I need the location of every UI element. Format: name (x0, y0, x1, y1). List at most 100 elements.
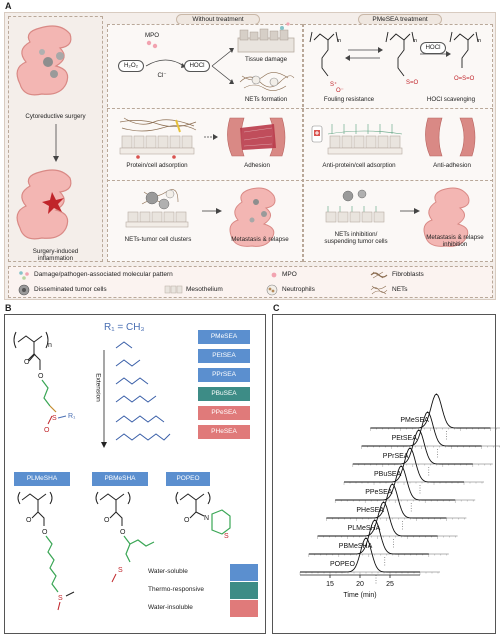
svg-text:S: S (52, 415, 57, 422)
solubility-legend-swatch (230, 582, 258, 599)
svg-text:O: O (26, 517, 32, 524)
hocl-branch-arrows (211, 48, 234, 84)
adsorption-arrow (204, 134, 218, 140)
anti-adhesion-illustration (425, 117, 476, 157)
hocl-right-ellipse (420, 42, 446, 54)
solubility-legend-label: Water-insoluble (148, 604, 193, 611)
legend-mpo: MPO (282, 271, 297, 278)
gpc-trace-label: PHeSEA (356, 507, 384, 514)
svg-text:O: O (120, 529, 126, 536)
fibroblast-icon (370, 271, 388, 279)
svg-text:O: O (104, 517, 110, 524)
inflammation-label-2: inflammation (37, 255, 74, 262)
solubility-legend-label: Water-soluble (148, 568, 188, 575)
polymer-tile: PBuSEA (198, 387, 250, 401)
gpc-trace-group (343, 447, 484, 494)
svg-text:O: O (184, 517, 190, 524)
legend-mesothelium: Mesothelium (186, 286, 223, 293)
gpc-trace-label: PBMeSHA (339, 543, 373, 550)
metastasis-inhibition-label-1: Metastasis & relapse (426, 234, 484, 241)
gpc-x-tick-label: 15 (326, 581, 334, 588)
legend-fibroblasts: Fibroblasts (392, 271, 424, 278)
syringe-icon (311, 125, 323, 143)
nets-inhibition-illustration (325, 189, 385, 223)
alkyl-chain-extensions (101, 341, 171, 448)
surgery-label: Cytoreductive surgery (25, 113, 86, 120)
nets-formation-label: NETs formation (244, 96, 288, 103)
gpc-trace (317, 501, 438, 537)
nets-inhibition-label-1: NETs inhibition/ (334, 231, 378, 238)
gpc-trace-group (361, 411, 500, 458)
panel-c-letter: C (273, 303, 280, 313)
cluster-arrow (202, 208, 222, 214)
healthy-intestine-illustration (423, 187, 470, 247)
sea-n-label: n (48, 342, 52, 349)
nets-cluster-illustration (125, 189, 189, 228)
polymer-tile: PEtSEA (198, 349, 250, 363)
solubility-legend-swatch (230, 600, 258, 617)
legend-nets: NETs (392, 286, 408, 293)
tissue-damage-label: Tissue damage (244, 56, 288, 63)
popeo-structure: O N S (175, 491, 231, 540)
svg-text:O: O (44, 427, 50, 434)
mpo-dots (146, 40, 158, 49)
svg-text:N: N (204, 515, 209, 522)
extension-label: Extension (94, 373, 102, 402)
sea-structure: O O S O (13, 331, 67, 434)
nets-icon (370, 285, 388, 295)
polymer-tile: PHeSEA (198, 425, 250, 439)
damp-icon (19, 271, 29, 280)
gpc-trace-group (308, 519, 449, 566)
nets-formation-illustration (239, 72, 295, 91)
hocl-ellipse (184, 60, 210, 72)
svg-text:n: n (414, 38, 417, 44)
intestine-illustration-top (16, 25, 72, 96)
other-polymer-tile: POPEO (166, 472, 210, 486)
legend-tumor: Disseminated tumor cells (34, 286, 107, 293)
hocl-label: HOCl (189, 62, 205, 69)
polymer-tile: PPeSEA (198, 406, 250, 420)
svg-text:n: n (338, 38, 341, 44)
panel-a-legend (8, 266, 493, 298)
inflammation-label-1: Surgery-induced (32, 248, 79, 255)
gpc-trace-group (326, 483, 467, 530)
svg-text:O: O (42, 529, 48, 536)
protein-adsorption-illustration (119, 117, 197, 159)
gpc-trace (344, 447, 464, 483)
row-divider-2 (107, 180, 493, 181)
tissue-damage-illustration (237, 22, 295, 53)
gpc-trace-label: PBuSEA (374, 471, 402, 478)
svg-text:S=O: S=O (406, 80, 419, 86)
nets-inhibition-label-2: suspending tumor cells (324, 238, 388, 245)
svg-text:S: S (58, 595, 63, 602)
other-polymer-tile: PLMeSHA (14, 472, 70, 486)
adhesion-illustration (227, 117, 286, 157)
svg-text:O: O (24, 359, 30, 366)
mpo-legend-icon (271, 272, 277, 278)
gpc-trace (335, 465, 456, 501)
mesothelium-icon (164, 285, 183, 294)
h2o2-ellipse (118, 60, 144, 72)
protein-adsorption-label: Protein/cell adsorption (126, 162, 188, 169)
r1-sub-label: R₁ (68, 413, 76, 420)
gpc-trace (326, 483, 447, 519)
gpc-x-tick-label: 20 (356, 581, 364, 588)
gpc-trace (370, 393, 491, 429)
polymer-tile: PMeSEA (198, 330, 250, 344)
gpc-trace (352, 429, 473, 465)
anti-protein-illustration (327, 124, 403, 155)
surgery-arrow (53, 124, 59, 162)
panel-b-letter: B (5, 303, 12, 313)
chloride-label: Cl⁻ (157, 72, 167, 79)
anti-protein-label: Anti-protein/cell adsorption (322, 162, 396, 169)
nets-clusters-label: NETs-tumor cell clusters (124, 236, 192, 243)
gpc-trace-group (335, 465, 476, 512)
gpc-trace (361, 411, 482, 447)
svg-text:O: O (38, 373, 44, 380)
row-divider (107, 108, 493, 109)
gpc-trace (300, 537, 420, 573)
tumor-cell-icon (18, 284, 30, 296)
gpc-trace-group (352, 429, 493, 476)
hocl-right-label: HOCl (425, 44, 441, 51)
gpc-x-tick-label: 25 (386, 581, 394, 588)
